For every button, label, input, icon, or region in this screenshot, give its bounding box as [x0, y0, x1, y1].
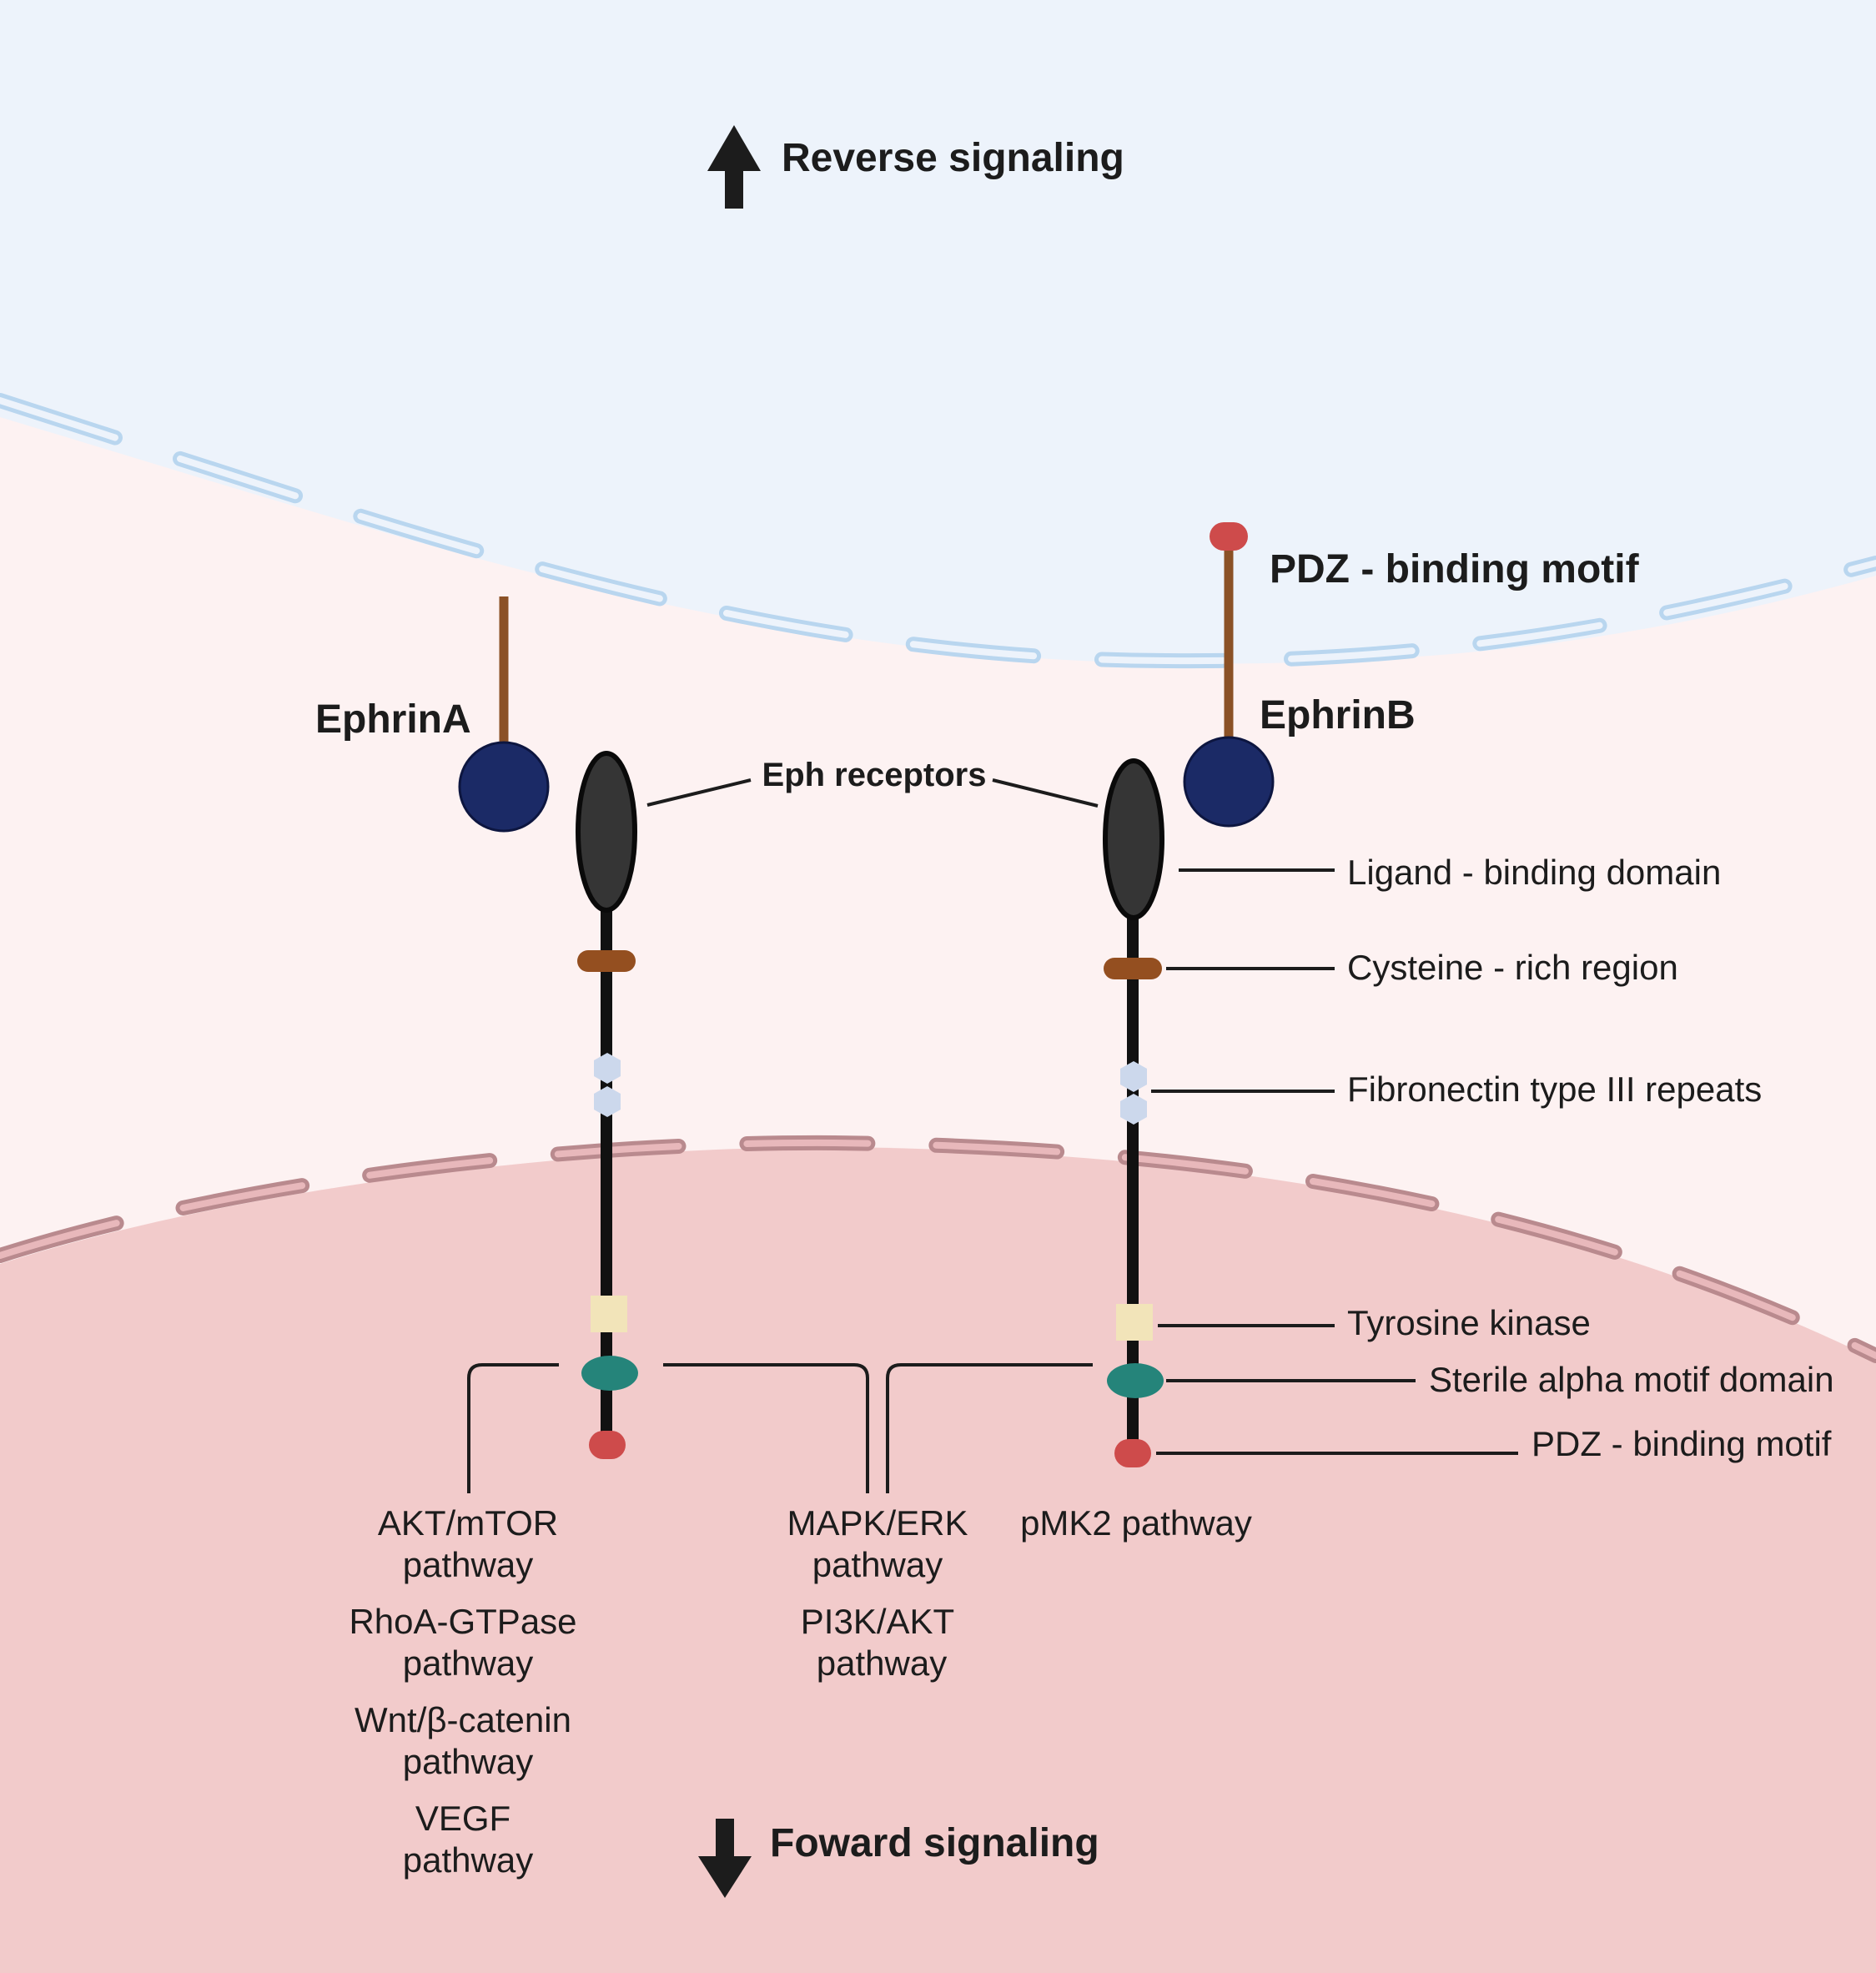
lower-cell-membrane-inner	[0, 1139, 1876, 1359]
pathway-vegf: VEGF	[415, 1799, 510, 1838]
left-receptor-tyrosine-kinase	[591, 1296, 627, 1332]
ligand-binding-domain-label: Ligand - binding domain	[1347, 853, 1721, 892]
ephrin-b-label: EphrinB	[1260, 693, 1416, 737]
reverse-signaling-label: Reverse signaling	[782, 136, 1124, 180]
pathway-mapk-erk: MAPK/ERK	[787, 1503, 968, 1543]
right-receptor-fibronectin-2	[1120, 1094, 1147, 1125]
right-receptor-tyrosine-kinase	[1116, 1304, 1153, 1341]
pathway-rhoa-gtpase: RhoA-GTPase	[349, 1602, 576, 1641]
eph-receptors-label: Eph receptors	[762, 757, 987, 793]
pathway-pi3k-akt-suffix: pathway	[817, 1643, 947, 1683]
ephrin-a-label: EphrinA	[315, 697, 471, 742]
pathway-wnt-beta-catenin: Wnt/β-catenin	[355, 1700, 571, 1739]
left-pathway-bracket	[467, 1363, 559, 1493]
sterile-alpha-motif-label: Sterile alpha motif domain	[1429, 1360, 1834, 1399]
pathway-akt-mtor: AKT/mTOR	[378, 1503, 558, 1543]
right-receptor-cysteine-rich	[1104, 958, 1162, 979]
right-receptor-fibronectin-1	[1120, 1061, 1147, 1092]
left-receptor-ligand-binding-domain	[576, 751, 637, 913]
ephrin-b-head	[1183, 736, 1275, 828]
reverse-arrow-icon	[707, 125, 761, 209]
tyrosine-kinase-label: Tyrosine kinase	[1347, 1303, 1591, 1342]
pathway-wnt-beta-catenin-suffix: pathway	[403, 1742, 533, 1781]
eph-receptors-leader-right	[992, 778, 1099, 808]
ephrin-a-head	[458, 741, 550, 833]
pathway-akt-mtor-suffix: pathway	[403, 1545, 533, 1584]
upper-cell	[0, 0, 1876, 664]
middle-pathway-bracket-left	[663, 1363, 869, 1493]
middle-pathway-list: MAPK/ERK pathway PI3K/AKT pathway	[787, 1503, 968, 1683]
forward-signaling-label: Foward signaling	[770, 1821, 1099, 1865]
pdz-binding-motif-top-label: PDZ - binding motif	[1270, 547, 1640, 591]
left-receptor-sterile-alpha-domain	[581, 1356, 638, 1391]
left-receptor-cysteine-rich	[577, 950, 636, 972]
pathway-pi3k-akt: PI3K/AKT	[801, 1602, 954, 1641]
forward-arrow-icon	[698, 1819, 752, 1898]
left-receptor-fibronectin-1	[594, 1053, 621, 1084]
pdz-binding-motif-label: PDZ - binding motif	[1531, 1424, 1832, 1463]
lower-cell	[0, 1147, 1876, 1973]
left-receptor-pdz-motif	[589, 1431, 626, 1459]
pathway-vegf-suffix: pathway	[403, 1840, 533, 1880]
pathway-rhoa-gtpase-suffix: pathway	[403, 1643, 533, 1683]
ephrin-b-pdz-motif	[1210, 522, 1248, 551]
right-receptor-pdz-motif	[1114, 1439, 1151, 1467]
cysteine-rich-region-label: Cysteine - rich region	[1347, 948, 1678, 987]
fibronectin-repeats-label: Fibronectin type III repeats	[1347, 1070, 1762, 1109]
left-pathway-list: AKT/mTOR pathway RhoA-GTPase pathway Wnt…	[349, 1503, 576, 1880]
eph-receptors-leader-left	[646, 778, 752, 807]
right-receptor-sterile-alpha-domain	[1107, 1363, 1164, 1398]
pathway-pmk2: pMK2 pathway	[1020, 1503, 1252, 1543]
pathway-mapk-erk-suffix: pathway	[812, 1545, 943, 1584]
middle-pathway-bracket-right	[886, 1363, 1093, 1493]
right-receptor-ligand-binding-domain	[1103, 758, 1164, 920]
left-receptor-fibronectin-2	[594, 1086, 621, 1117]
